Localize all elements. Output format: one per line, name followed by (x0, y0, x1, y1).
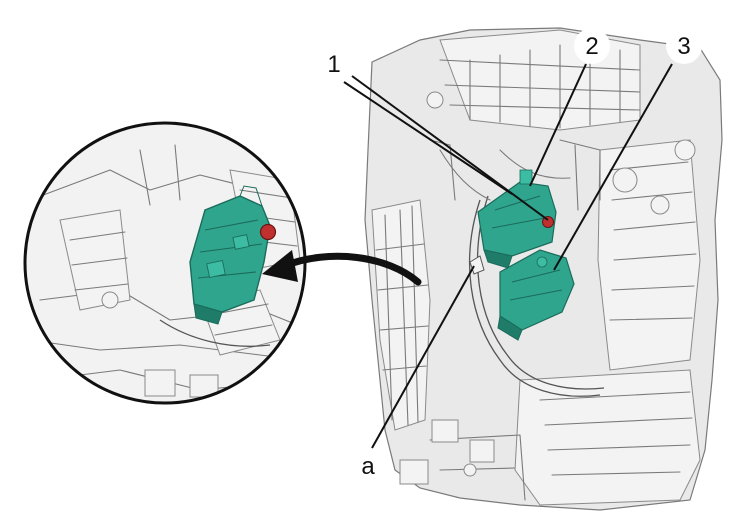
screw-zoomed (259, 223, 277, 241)
svg-text:2: 2 (585, 33, 598, 60)
callout-label-2: 2 (574, 28, 610, 64)
callout-label-1: 1 (316, 46, 352, 82)
callout-label-3: 3 (666, 28, 702, 64)
callout-label-a: a (352, 450, 384, 482)
actuator-upper (477, 169, 557, 269)
svg-text:a: a (361, 453, 375, 480)
actuator-zoomed (189, 185, 271, 325)
magnify-arrow (262, 250, 422, 286)
actuator-lower (497, 249, 575, 341)
svg-text:1: 1 (327, 51, 340, 78)
zoom-detail-view (23, 121, 307, 405)
svg-text:3: 3 (677, 33, 690, 60)
callout-leader-lines (343, 63, 673, 449)
screw-main (542, 216, 554, 228)
